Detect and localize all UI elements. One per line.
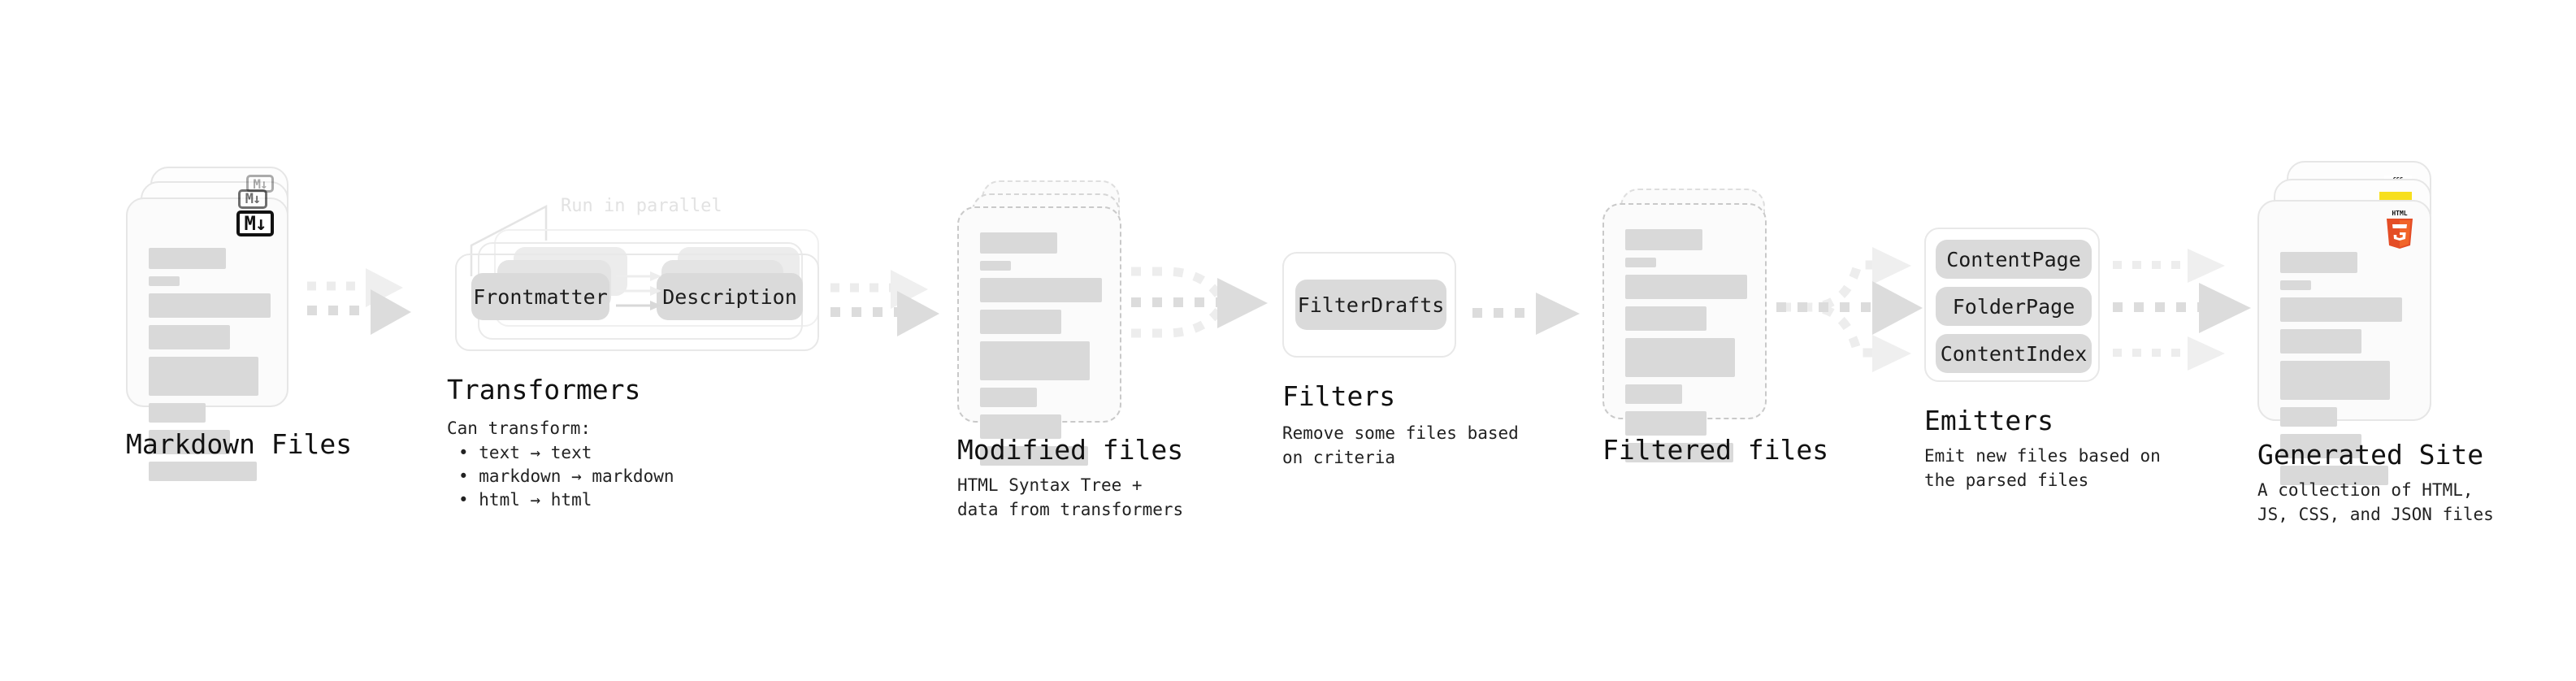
pill-frontmatter[interactable]: Frontmatter (471, 273, 609, 320)
pill-description[interactable]: Description (657, 273, 803, 320)
stage-modified-files: Modified files HTML Syntax Tree + data f… (957, 180, 1183, 519)
markdown-icon: M↓ (236, 210, 274, 236)
arrow-emitters-to-site (2113, 249, 2251, 371)
subtitle-modified-files: HTML Syntax Tree + data from transformer… (957, 475, 1184, 519)
skeleton-bars (980, 232, 1102, 473)
arrow-filters-to-filtered (1472, 293, 1580, 335)
subtitle-generated-site: A collection of HTML, JS, CSS, and JSON … (2257, 480, 2494, 524)
pill-folderpage[interactable]: FolderPage (1936, 287, 2092, 326)
pill-description-label: Description (662, 284, 797, 309)
bullet-markdown-markdown: • markdown → markdown (458, 466, 674, 486)
skeleton-bars (2280, 252, 2409, 492)
skeleton-bars (1625, 229, 1747, 470)
arrow-transformers-to-modified (830, 270, 939, 336)
subtitle-transformers: Can transform: (447, 419, 592, 438)
pill-folderpage-label: FolderPage (1952, 294, 2075, 319)
arrow-filtered-to-emitters (1776, 247, 1923, 372)
pill-filterdrafts-label: FilterDrafts (1297, 293, 1445, 317)
stage-emitters: ContentPage FolderPage ContentIndex Emit… (1924, 228, 2161, 490)
stage-markdown-files: M↓ M↓ M↓ Markdown Files (126, 167, 352, 481)
label-transformers: Transformers (447, 374, 641, 406)
stage-filters: FilterDrafts Filters Remove some files b… (1282, 252, 1519, 467)
pill-contentindex-label: ContentIndex (1940, 341, 2088, 366)
html5-icon: HTML (2387, 210, 2413, 249)
inner-arrows-frontmatter-to-description (616, 271, 661, 310)
bullet-text-text: • text → text (458, 443, 592, 462)
subtitle-emitters: Emit new files based on the parsed files (1924, 446, 2161, 490)
markdown-icon-label: M↓ (244, 212, 267, 235)
bullet-html-html: • html → html (458, 490, 592, 510)
emitters-box: ContentPage FolderPage ContentIndex (1924, 228, 2100, 382)
pill-frontmatter-label: Frontmatter (473, 284, 608, 309)
subtitle-filters: Remove some files based on criteria (1282, 423, 1519, 467)
pill-contentindex[interactable]: ContentIndex (1936, 334, 2092, 373)
stage-filtered-files: Filtered files (1602, 189, 1828, 466)
skeleton-bars (149, 248, 271, 488)
filters-box: FilterDrafts (1282, 252, 1456, 358)
arrow-markdown-to-transformers (307, 268, 411, 335)
pill-filterdrafts[interactable]: FilterDrafts (1295, 280, 1446, 330)
filtered-card-front (1602, 203, 1767, 462)
label-generated-site: Generated Site (2257, 439, 2484, 471)
pill-contentpage[interactable]: ContentPage (1936, 240, 2092, 279)
label-emitters: Emitters (1924, 405, 2053, 436)
label-filtered-files: Filtered files (1602, 434, 1829, 466)
markdown-icon-ghost-1: M↓ (238, 189, 267, 209)
label-markdown-files: Markdown Files (126, 428, 353, 460)
pill-contentpage-label: ContentPage (1946, 247, 2081, 271)
parallel-bracket (470, 204, 548, 276)
arrow-modified-to-filters (1131, 267, 1268, 338)
label-filters: Filters (1282, 380, 1396, 412)
modified-card-front (957, 206, 1121, 466)
label-modified-files: Modified files (957, 434, 1184, 466)
site-card-front: HTML (2257, 200, 2431, 485)
stage-generated-site: CSS HTML (2257, 161, 2494, 524)
svg-text:HTML: HTML (2392, 210, 2407, 217)
transformer-layer-1: Frontmatter Description (455, 254, 819, 351)
markdown-card-front: M↓ (126, 197, 288, 481)
annotation-run-in-parallel: Run in parallel (561, 196, 722, 216)
